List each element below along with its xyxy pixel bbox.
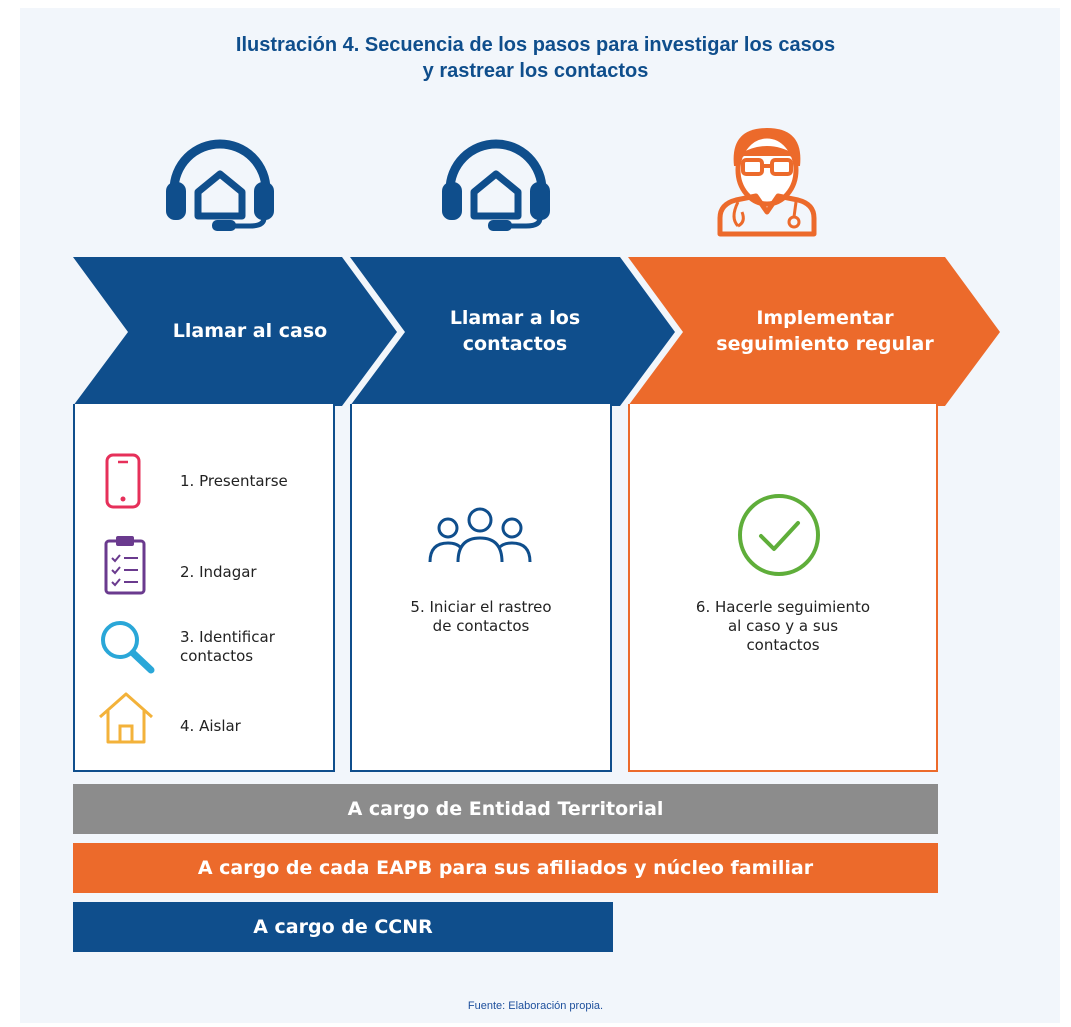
chevron-stage-2 (350, 257, 675, 406)
stage-1-label: Llamar al caso (172, 320, 328, 342)
bar-ccnr-label: A cargo de CCNR (253, 916, 433, 938)
chevron-stage-3 (628, 257, 1000, 406)
people-group-icon (428, 507, 532, 563)
process-chevrons (73, 257, 1000, 406)
bar-eapb: A cargo de cada EAPB para sus afiliados … (73, 843, 938, 893)
step-4-text: 4. Aislar (180, 717, 241, 735)
house-icon (99, 692, 153, 744)
smartphone-icon (105, 453, 141, 509)
stage-3-box (628, 404, 938, 772)
bar-ccnr: A cargo de CCNR (73, 902, 613, 952)
doctor-icon (717, 128, 817, 237)
step-2-text: 2. Indagar (180, 563, 257, 581)
figure-title: Ilustración 4. Secuencia de los pasos pa… (0, 32, 1071, 84)
bar-entidad-territorial-label: A cargo de Entidad Territorial (347, 798, 664, 820)
step-1-text: 1. Presentarse (180, 472, 288, 490)
magnifier-icon (101, 621, 155, 674)
headset-house-icon (442, 139, 550, 231)
chevron-stage-1 (73, 257, 397, 406)
step-5-text: 5. Iniciar el rastreo de contactos (410, 598, 552, 635)
headset-house-icon (166, 139, 274, 231)
title-line-1: Ilustración 4. Secuencia de los pasos pa… (235, 34, 836, 56)
bar-eapb-label: A cargo de cada EAPB para sus afiliados … (197, 857, 814, 879)
stage-3-label: Implementar seguimiento regular (716, 307, 934, 355)
step-6-text: 6. Hacerle seguimiento al caso y a sus c… (695, 598, 871, 654)
stage-2-label: Llamar a los contactos (449, 307, 581, 355)
source-note: Fuente: Elaboración propia. (467, 1000, 604, 1012)
step-3-text: 3. Identificar contactos (180, 628, 275, 665)
bar-entidad-territorial: A cargo de Entidad Territorial (73, 784, 938, 834)
title-line-2: y rastrear los contactos (422, 60, 649, 82)
stage-1-box (73, 404, 335, 772)
check-circle-icon (738, 494, 820, 576)
clipboard-icon (104, 536, 146, 595)
stage-2-box (350, 404, 612, 772)
